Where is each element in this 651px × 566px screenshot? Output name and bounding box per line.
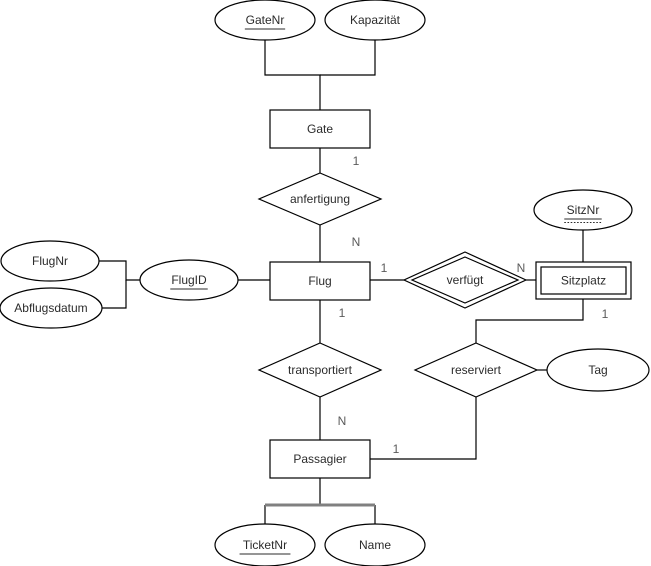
relationship-transportiert[interactable]: transportiert [257,342,383,398]
cardinality-flug-transportiert: 1 [339,306,346,320]
attribute-label: Tag [588,363,607,377]
cardinality-sitzplatz-reserviert: 1 [602,307,609,321]
attribute-ticketnr[interactable]: TicketNr [214,523,316,566]
cardinality-verfuegt-sitzplatz: N [517,261,526,275]
edge-reserviert-to-passagier [370,397,477,460]
cardinality-flug-verfuegt: 1 [381,261,388,275]
attribute-label: Abflugsdatum [14,301,87,315]
entity-label: Flug [308,274,331,288]
attribute-tag[interactable]: Tag [546,348,650,392]
attribute-name[interactable]: Name [324,523,426,566]
attribute-label: TicketNr [243,538,287,552]
entity-label: Passagier [293,452,346,466]
cardinality-reserviert-passagier: 1 [393,442,400,456]
attribute-label: FlugNr [32,254,68,268]
entity-passagier[interactable]: Passagier [269,439,371,479]
cardinality-transportiert-passagier: N [338,414,347,428]
edges-layer [99,40,584,524]
relationships-layer: anfertigung verfügt transportiert reservier… [257,172,539,398]
attribute-flugnr[interactable]: FlugNr [0,240,100,282]
cardinality-gate-anfertigung: 1 [353,154,360,168]
attribute-label: Kapazität [350,13,401,27]
edge-flugnr-to-flugid [99,260,140,281]
relationship-label: anfertigung [290,192,350,206]
edge-kapazitaet-to-gate [320,40,376,76]
entity-gate[interactable]: Gate [269,109,371,149]
edge-sitzplatz-to-reserviert [475,299,584,343]
relationship-reserviert[interactable]: reserviert [413,342,539,398]
entity-flug[interactable]: Flug [269,261,371,301]
attribute-label: FlugID [171,273,207,287]
edge-abflugsdatum-to-flugid [102,280,127,309]
attribute-kapazitaet[interactable]: Kapazität [324,0,426,41]
relationship-anfertigung[interactable]: anfertigung [257,172,383,226]
relationship-label: reserviert [451,363,502,377]
attribute-label: SitzNr [567,203,600,217]
attribute-abflugsdatum[interactable]: Abflugsdatum [0,287,103,329]
attribute-label: Name [359,538,391,552]
entity-label: Sitzplatz [561,274,606,288]
attribute-flugid[interactable]: FlugID [139,259,239,301]
cardinality-anfertigung-flug: N [352,235,361,249]
edge-gatenr-to-gate [264,40,321,110]
entity-sitzplatz[interactable]: Sitzplatz [535,261,632,300]
attribute-label: GateNr [246,13,285,27]
relationship-label: verfügt [447,273,484,287]
relationship-verfuegt[interactable]: verfügt [402,251,528,309]
attribute-gatenr[interactable]: GateNr [214,0,316,41]
relationship-label: transportiert [288,363,353,377]
attribute-sitznr[interactable]: SitzNr [533,189,633,231]
entity-label: Gate [307,122,333,136]
